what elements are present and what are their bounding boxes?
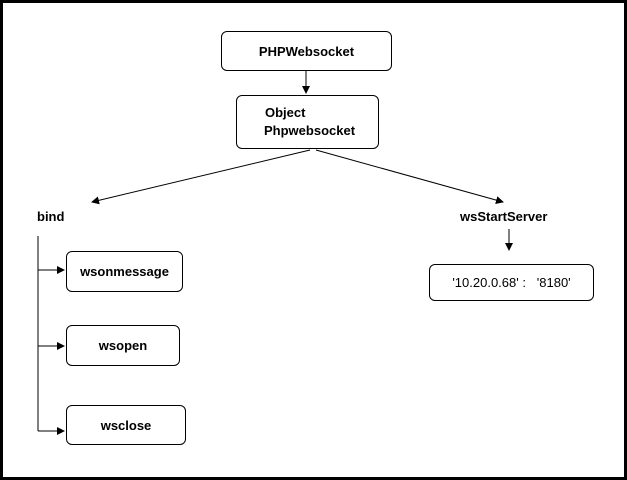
node-wsopen: wsopen <box>66 325 180 366</box>
node-wsonmessage-label: wsonmessage <box>80 264 169 279</box>
node-wsstartserver-label: wsStartServer <box>460 209 548 224</box>
node-wsclose-label: wsclose <box>100 417 152 433</box>
node-bind-label: bind <box>37 209 65 224</box>
edge-object-to-wsstartserver <box>315 149 504 204</box>
node-object-label-line1: Object <box>265 105 306 120</box>
node-phpwebsocket-label: PHPWebsocket <box>258 43 355 59</box>
node-wsclose: wsclose <box>66 405 186 445</box>
node-server-address-label: '10.20.0.68' : '8180' <box>452 275 571 290</box>
node-wsonmessage: wsonmessage <box>66 251 183 292</box>
edge-object-to-bind <box>91 149 311 205</box>
node-object-phpwebsocket: Object Phpwebsocket <box>236 95 379 149</box>
node-object-label-line2: Phpwebsocket <box>264 123 356 138</box>
node-phpwebsocket: PHPWebsocket <box>221 31 392 71</box>
node-server-address: '10.20.0.68' : '8180' <box>429 264 594 301</box>
node-wsopen-label: wsopen <box>98 338 148 353</box>
